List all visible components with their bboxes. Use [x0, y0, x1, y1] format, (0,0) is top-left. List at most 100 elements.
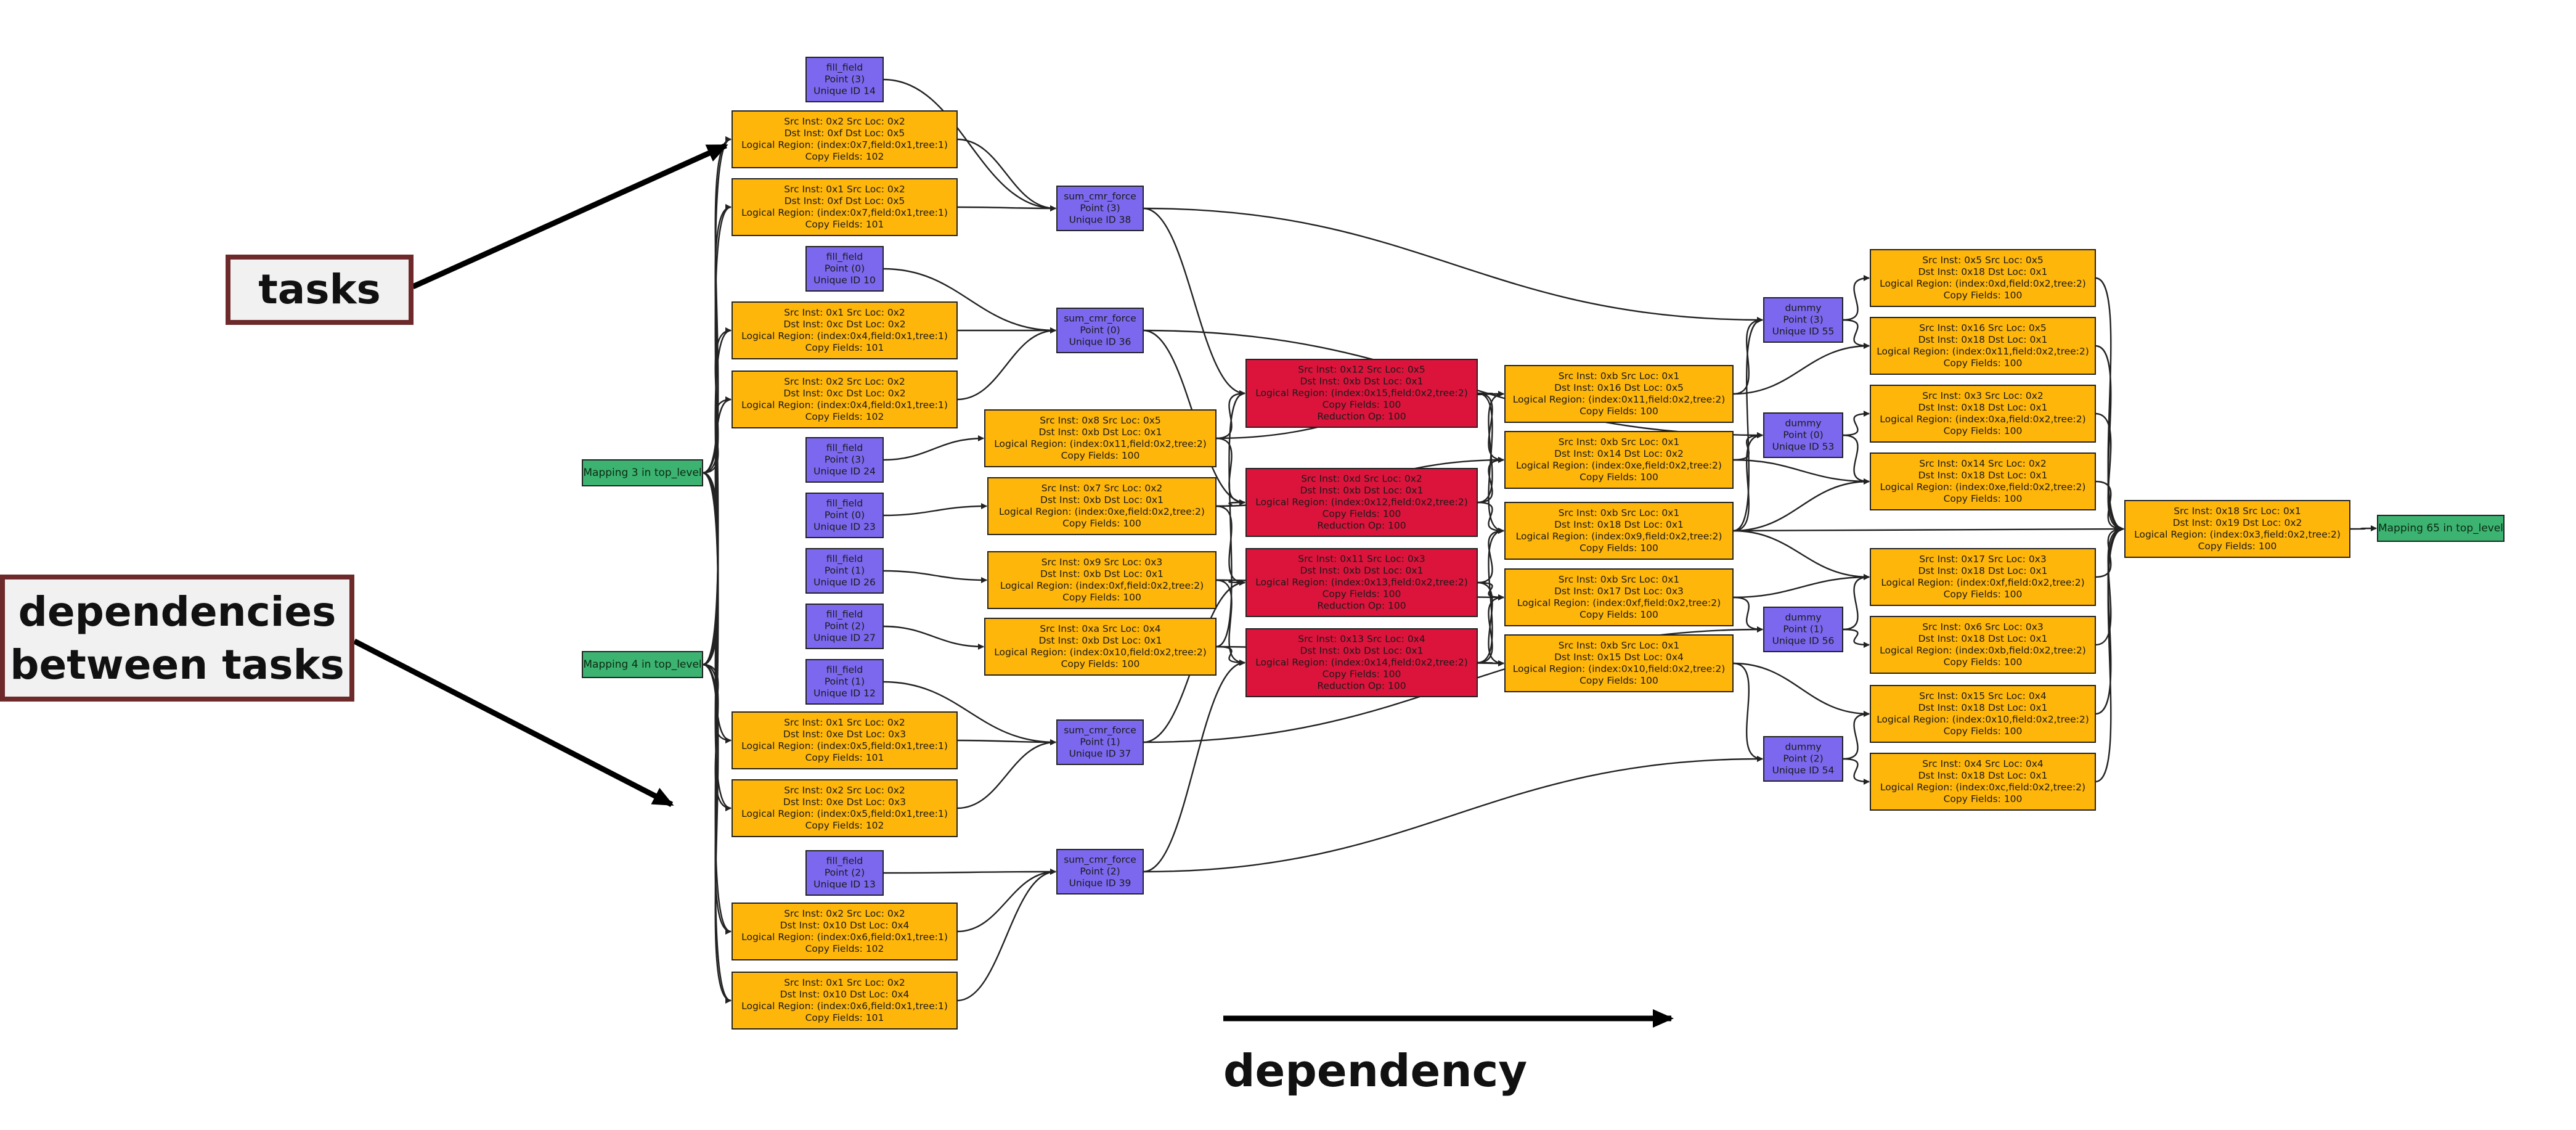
node-label-line: Copy Fields: 100	[1944, 589, 2023, 600]
node-label-line: Copy Fields: 100	[1944, 793, 2023, 805]
node-label-line: Logical Region: (index:0xb,field:0x2,tre…	[1880, 645, 2086, 656]
node-label-line: Copy Fields: 100	[1579, 609, 1658, 620]
node-label-line: Dst Inst: 0xb Dst Loc: 0x1	[1300, 376, 1424, 387]
dependency-edge-e1-g2	[1732, 343, 1870, 395]
task-box	[1763, 736, 1843, 782]
node-label-line: Point (2)	[825, 867, 865, 878]
node-label-line: Logical Region: (index:0xf,field:0x2,tre…	[1517, 597, 1721, 608]
dependency-edge-m4-c8	[702, 663, 732, 1004]
mapping-node-m65[interactable]: Mapping 65 in top_level	[2377, 515, 2505, 542]
node-label-line: Copy Fields: 101	[805, 342, 884, 353]
node-label-line: Unique ID 12	[813, 688, 876, 699]
node-label-line: Src Inst: 0xb Src Loc: 0x1	[1559, 640, 1680, 651]
node-label-line: Unique ID 14	[813, 86, 876, 97]
node-label-line: Src Inst: 0x2 Src Loc: 0x2	[784, 376, 905, 387]
dependency-edge-c6-s37	[956, 739, 1056, 809]
node-label-line: Src Inst: 0x11 Src Loc: 0x3	[1298, 554, 1425, 565]
tasks-pointer-arrow	[412, 142, 728, 290]
node-label-line: Unique ID 53	[1772, 441, 1835, 452]
dependency-edge-g7-f1	[2095, 526, 2124, 715]
node-label-line: Dst Inst: 0x16 Dst Loc: 0x5	[1554, 382, 1684, 393]
dependency-edge-e3-g5	[1732, 530, 1870, 580]
node-label-line: fill_field	[826, 609, 863, 621]
dependencies-pointer-arrow	[353, 638, 674, 808]
dependencies-callout-line2: between tasks	[10, 641, 344, 689]
copy-box	[984, 618, 1217, 676]
node-label-line: Copy Fields: 100	[1579, 406, 1658, 417]
mapping-node-m4[interactable]: Mapping 4 in top_level	[582, 651, 703, 678]
node-label-line: Unique ID 56	[1772, 636, 1835, 647]
node-label-line: Dst Inst: 0x15 Dst Loc: 0x4	[1554, 652, 1684, 663]
mapping-node-m3[interactable]: Mapping 3 in top_level	[582, 459, 703, 486]
dependencies-callout: dependencies between tasks	[0, 575, 354, 702]
node-label-line: Logical Region: (index:0x7,field:0x1,tre…	[741, 139, 948, 150]
node-label-line: Dst Inst: 0x18 Dst Loc: 0x1	[1918, 470, 2048, 481]
dependency-edge-r1-e3	[1477, 392, 1504, 534]
copy-box	[732, 110, 958, 168]
node-label-line: Point (2)	[1783, 753, 1823, 764]
node-label-line: Mapping 4 in top_level	[583, 658, 701, 671]
node-label-line: sum_cmr_force	[1064, 854, 1136, 866]
node-label-line: Unique ID 54	[1772, 765, 1835, 776]
node-label-line: Src Inst: 0xb Src Loc: 0x1	[1559, 574, 1680, 585]
node-label-line: Unique ID 37	[1069, 748, 1131, 759]
node-label-line: Mapping 3 in top_level	[583, 467, 701, 479]
copy-box	[732, 972, 958, 1030]
task-box	[805, 57, 884, 102]
node-label-line: Point (3)	[1783, 314, 1823, 325]
node-label-line: Copy Fields: 100	[1944, 493, 2023, 504]
node-label-line: sum_cmr_force	[1064, 313, 1136, 325]
node-label-line: Copy Fields: 100	[2198, 541, 2277, 552]
copy-box	[732, 371, 958, 428]
node-label-line: Point (3)	[1080, 203, 1120, 214]
copy-box	[1870, 249, 2096, 307]
node-label-line: Copy Fields: 102	[805, 943, 884, 954]
